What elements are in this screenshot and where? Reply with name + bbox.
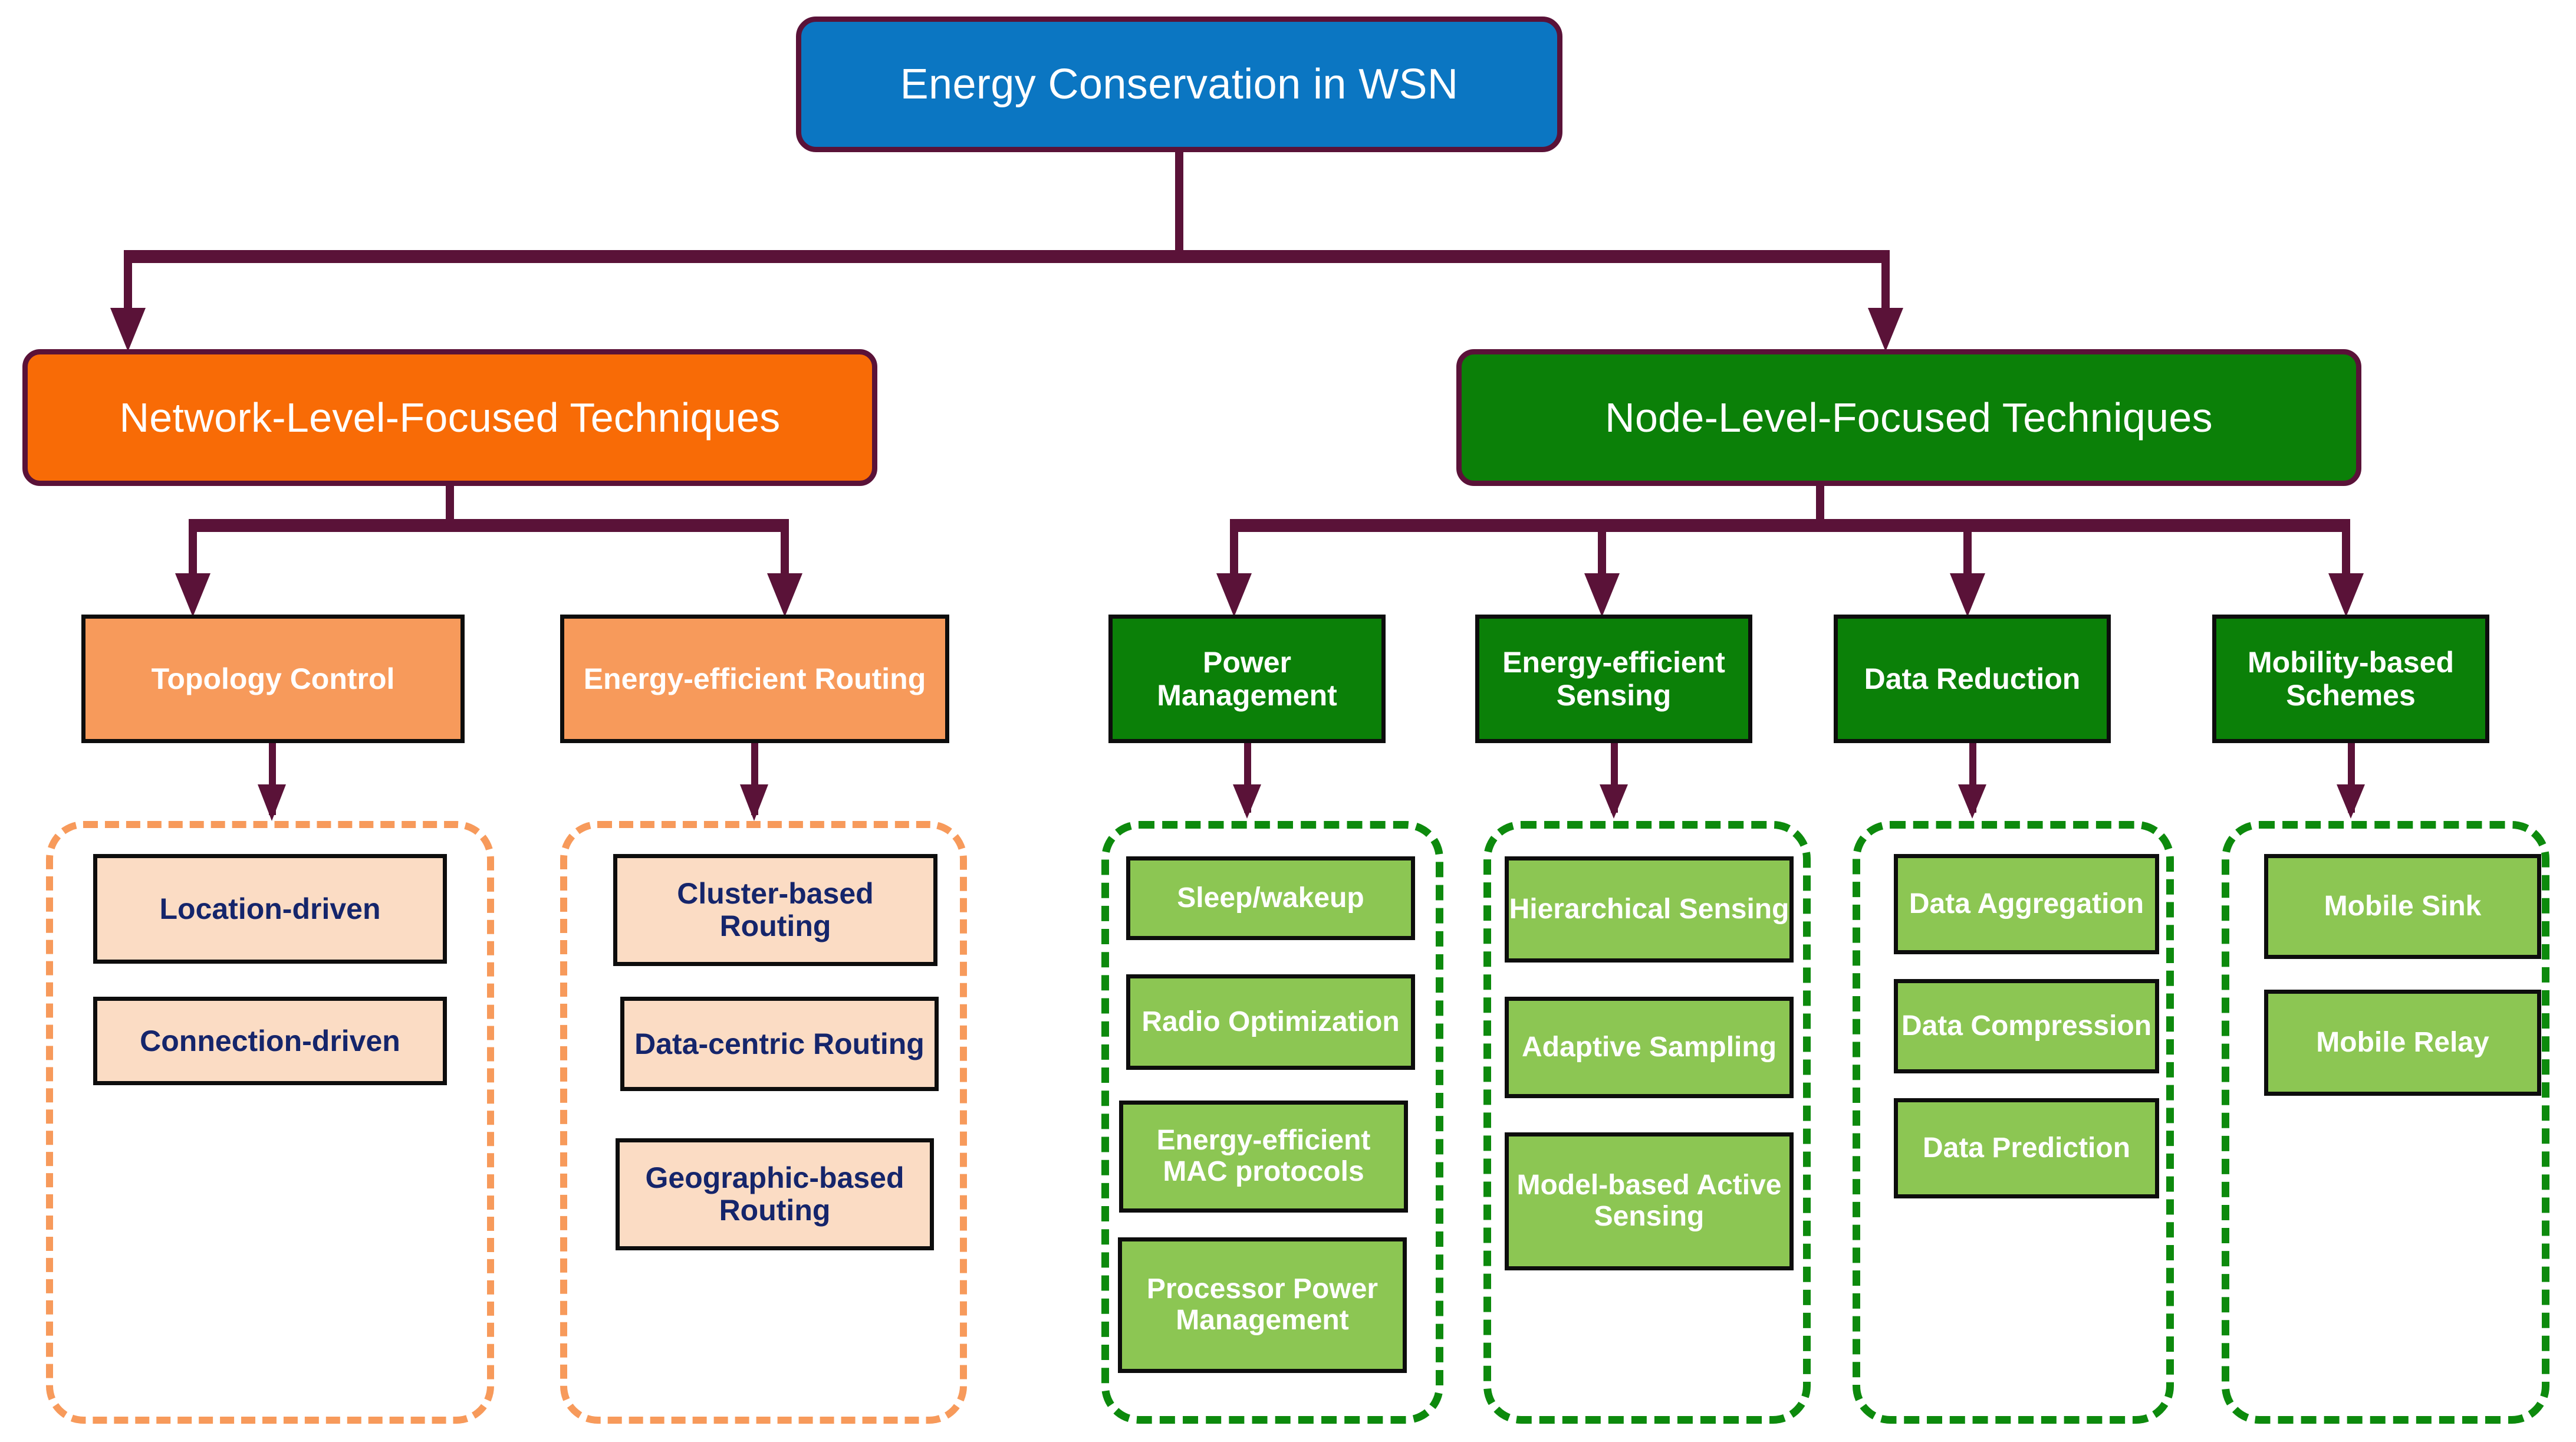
category-energy-efficient-sensing-label: Energy-efficient Sensing <box>1502 646 1725 712</box>
connector-drop-data-reduction <box>1963 519 1972 584</box>
leaf-radio-optimization-label: Radio Optimization <box>1141 1006 1400 1037</box>
leaf-model-based-active-sensing-label: Model-based Active Sensing <box>1516 1170 1782 1232</box>
arrow-to-mobility-based-schemes <box>2328 573 2364 617</box>
arrow-to-topology-control <box>175 573 210 617</box>
group-topology-control-items <box>46 821 494 1424</box>
category-energy-efficient-sensing[interactable]: Energy-efficient Sensing <box>1475 615 1752 743</box>
leaf-radio-optimization[interactable]: Radio Optimization <box>1126 974 1415 1070</box>
category-data-reduction[interactable]: Data Reduction <box>1834 615 2111 743</box>
leaf-energy-efficient-mac-protocols-label: Energy-efficient MAC protocols <box>1156 1125 1371 1187</box>
leaf-adaptive-sampling[interactable]: Adaptive Sampling <box>1505 997 1794 1098</box>
leaf-mobile-sink[interactable]: Mobile Sink <box>2264 854 2541 959</box>
leaf-cluster-based-routing-label: Cluster-based Routing <box>677 877 874 942</box>
leaf-sleep-wakeup[interactable]: Sleep/wakeup <box>1126 856 1415 940</box>
arrow-sensing-group <box>1600 784 1628 819</box>
leaf-mobile-relay-label: Mobile Relay <box>2316 1026 2489 1058</box>
root-node-label: Energy Conservation in WSN <box>900 60 1459 108</box>
category-mobility-based-schemes[interactable]: Mobility-based Schemes <box>2212 615 2489 743</box>
category-power-management[interactable]: Power Management <box>1108 615 1386 743</box>
connector-network-bus <box>189 519 789 532</box>
group-data-reduction-items <box>1853 821 2174 1424</box>
branch-network-level-label: Network-Level-Focused Techniques <box>119 394 781 441</box>
leaf-geographic-based-routing-label: Geographic-based Routing <box>645 1161 904 1227</box>
leaf-data-aggregation-label: Data Aggregation <box>1909 888 2144 919</box>
leaf-connection-driven-label: Connection-driven <box>140 1024 400 1057</box>
leaf-location-driven-label: Location-driven <box>159 892 381 925</box>
leaf-adaptive-sampling-label: Adaptive Sampling <box>1521 1031 1777 1063</box>
group-sensing-items <box>1483 821 1811 1424</box>
leaf-connection-driven[interactable]: Connection-driven <box>93 997 447 1085</box>
leaf-mobile-relay[interactable]: Mobile Relay <box>2264 990 2541 1096</box>
group-mobility-items <box>2222 821 2549 1424</box>
leaf-sleep-wakeup-label: Sleep/wakeup <box>1177 882 1364 914</box>
group-routing-items <box>560 821 967 1424</box>
branch-node-level-focused[interactable]: Node-Level-Focused Techniques <box>1456 349 2361 486</box>
leaf-data-prediction-label: Data Prediction <box>1922 1132 2131 1164</box>
branch-network-level-focused[interactable]: Network-Level-Focused Techniques <box>22 349 877 486</box>
leaf-hierarchical-sensing-label: Hierarchical Sensing <box>1509 893 1789 925</box>
arrow-to-network-level <box>110 308 146 352</box>
connector-network-stem <box>446 486 454 524</box>
leaf-data-centric-routing-label: Data-centric Routing <box>634 1027 925 1060</box>
leaf-processor-power-management[interactable]: Processor Power Management <box>1118 1237 1407 1373</box>
leaf-processor-power-management-label: Processor Power Management <box>1146 1273 1379 1336</box>
arrow-data-reduction-group <box>1958 784 1986 819</box>
category-topology-control-label: Topology Control <box>151 662 395 695</box>
connector-drop-routing <box>781 519 789 584</box>
leaf-energy-efficient-mac-protocols[interactable]: Energy-efficient MAC protocols <box>1119 1101 1408 1213</box>
leaf-data-compression-label: Data Compression <box>1901 1010 2152 1042</box>
arrow-to-node-level <box>1868 308 1903 352</box>
arrow-topology-group <box>258 784 286 821</box>
leaf-data-aggregation[interactable]: Data Aggregation <box>1894 854 2159 954</box>
connector-drop-topology <box>189 519 197 584</box>
category-energy-efficient-routing[interactable]: Energy-efficient Routing <box>560 615 949 743</box>
category-mobility-based-schemes-label: Mobility-based Schemes <box>2247 646 2455 712</box>
connector-node-stem <box>1816 486 1824 524</box>
category-power-management-label: Power Management <box>1157 646 1337 712</box>
branch-node-level-label: Node-Level-Focused Techniques <box>1605 394 2213 441</box>
category-energy-efficient-routing-label: Energy-efficient Routing <box>583 662 926 695</box>
connector-drop-network <box>124 250 132 315</box>
leaf-data-prediction[interactable]: Data Prediction <box>1894 1098 2159 1198</box>
category-topology-control[interactable]: Topology Control <box>81 615 465 743</box>
leaf-model-based-active-sensing[interactable]: Model-based Active Sensing <box>1505 1132 1794 1270</box>
leaf-cluster-based-routing[interactable]: Cluster-based Routing <box>613 854 937 966</box>
connector-root-stem <box>1175 152 1183 252</box>
leaf-location-driven[interactable]: Location-driven <box>93 854 447 964</box>
leaf-geographic-based-routing[interactable]: Geographic-based Routing <box>616 1138 934 1250</box>
leaf-hierarchical-sensing[interactable]: Hierarchical Sensing <box>1505 856 1794 963</box>
arrow-to-energy-efficient-routing <box>767 573 802 617</box>
arrow-to-energy-efficient-sensing <box>1584 573 1620 617</box>
group-power-management-items <box>1101 821 1443 1424</box>
connector-drop-sensing <box>1598 519 1606 584</box>
connector-drop-mobility <box>2342 519 2350 584</box>
arrow-mobility-group <box>2337 784 2365 819</box>
arrow-to-power-management <box>1216 573 1252 617</box>
connector-drop-node <box>1881 250 1890 315</box>
category-data-reduction-label: Data Reduction <box>1864 662 2081 695</box>
connector-top-bus-right <box>1179 250 1890 263</box>
arrow-to-data-reduction <box>1950 573 1985 617</box>
connector-drop-power-mgmt <box>1230 519 1238 584</box>
leaf-data-compression[interactable]: Data Compression <box>1894 979 2159 1073</box>
leaf-mobile-sink-label: Mobile Sink <box>2324 890 2482 922</box>
connector-top-bus <box>124 250 1179 263</box>
arrow-routing-group <box>740 784 768 821</box>
arrow-power-group <box>1233 784 1261 819</box>
leaf-data-centric-routing[interactable]: Data-centric Routing <box>620 997 939 1091</box>
root-node-energy-conservation[interactable]: Energy Conservation in WSN <box>796 17 1562 152</box>
connector-node-bus <box>1230 519 2350 532</box>
